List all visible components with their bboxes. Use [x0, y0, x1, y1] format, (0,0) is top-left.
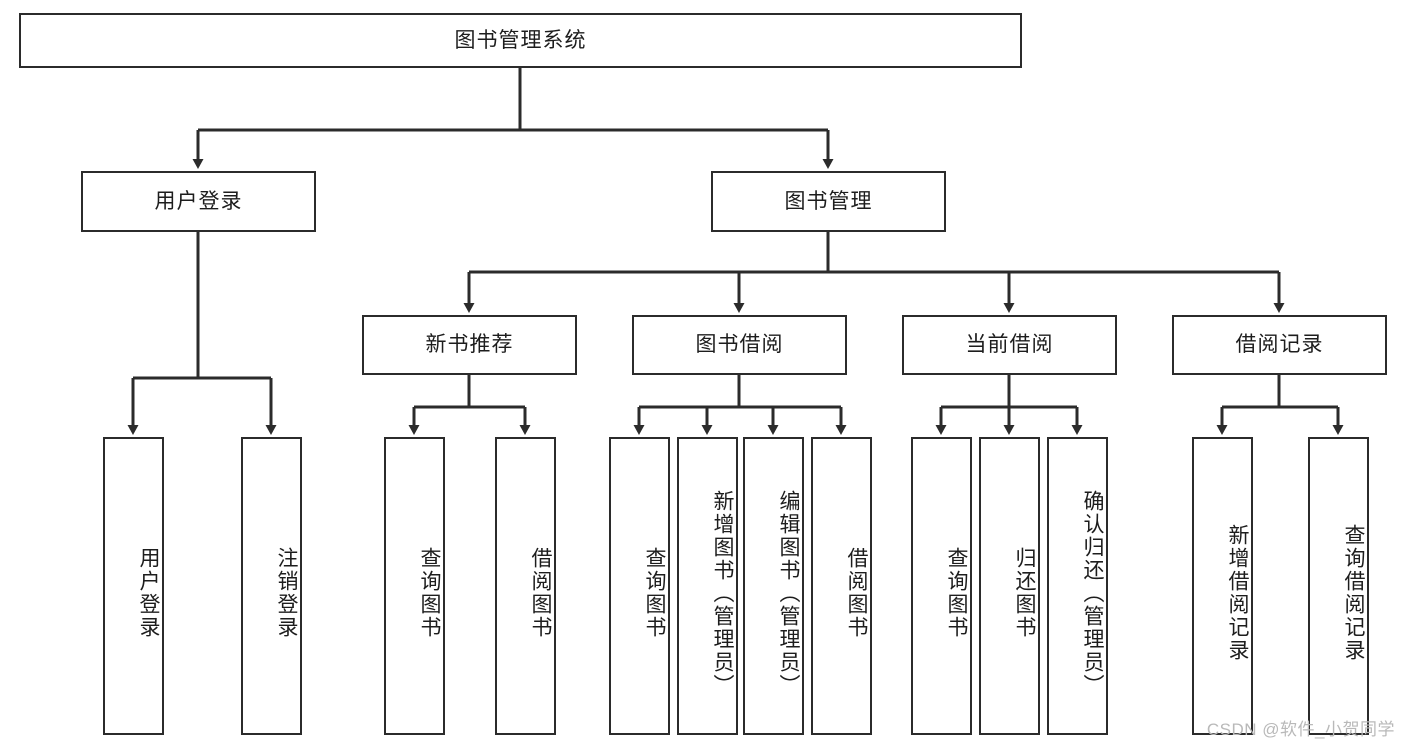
node-current-borrow[interactable]: 当前借阅 [902, 315, 1117, 375]
node-user-login[interactable]: 用户登录 [81, 171, 316, 232]
node-book-management[interactable]: 图书管理 [711, 171, 946, 232]
leaf-query-book-recommend[interactable]: 查询图书 [384, 437, 445, 735]
leaf-user-login[interactable]: 用户登录 [103, 437, 164, 735]
leaf-query-book-borrow[interactable]: 查询图书 [609, 437, 670, 735]
node-label: 借阅图书 [845, 547, 868, 639]
node-label: 新增借阅记录 [1226, 524, 1249, 662]
node-label: 查询图书 [418, 547, 441, 639]
node-label: 用户登录 [137, 547, 160, 639]
node-label: 图书管理系统 [454, 28, 587, 52]
node-label: 查询借阅记录 [1342, 524, 1365, 662]
node-new-book-recommend[interactable]: 新书推荐 [362, 315, 577, 375]
node-label: 用户登录 [154, 189, 243, 213]
node-label: 查询图书 [643, 547, 666, 639]
leaf-borrow-book-recommend[interactable]: 借阅图书 [495, 437, 556, 735]
leaf-edit-book-admin[interactable]: 编辑图书（管理员） [743, 437, 804, 735]
node-label: 借阅记录 [1235, 333, 1324, 357]
node-label: 注销登录 [275, 547, 298, 639]
node-label: 图书借阅 [695, 333, 784, 357]
leaf-return-book[interactable]: 归还图书 [979, 437, 1040, 735]
node-book-borrow[interactable]: 图书借阅 [632, 315, 847, 375]
node-borrow-record[interactable]: 借阅记录 [1172, 315, 1387, 375]
node-label: 新增图书（管理员） [711, 489, 734, 697]
node-label: 图书管理 [784, 189, 873, 213]
leaf-confirm-return-admin[interactable]: 确认归还（管理员） [1047, 437, 1108, 735]
node-label: 确认归还（管理员） [1081, 489, 1104, 697]
leaf-borrow-book[interactable]: 借阅图书 [811, 437, 872, 735]
leaf-query-book-current[interactable]: 查询图书 [911, 437, 972, 735]
node-label: 新书推荐 [425, 333, 514, 357]
node-label: 归还图书 [1013, 547, 1036, 639]
node-label: 借阅图书 [529, 547, 552, 639]
node-label: 查询图书 [945, 547, 968, 639]
node-label: 编辑图书（管理员） [777, 489, 800, 697]
watermark: CSDN @软件_小贺同学 [1206, 720, 1395, 739]
node-label: 当前借阅 [965, 333, 1054, 357]
leaf-add-book-admin[interactable]: 新增图书（管理员） [677, 437, 738, 735]
leaf-query-borrow-record[interactable]: 查询借阅记录 [1308, 437, 1369, 735]
node-root-book-management-system[interactable]: 图书管理系统 [19, 13, 1022, 68]
leaf-add-borrow-record[interactable]: 新增借阅记录 [1192, 437, 1253, 735]
leaf-logout-login[interactable]: 注销登录 [241, 437, 302, 735]
